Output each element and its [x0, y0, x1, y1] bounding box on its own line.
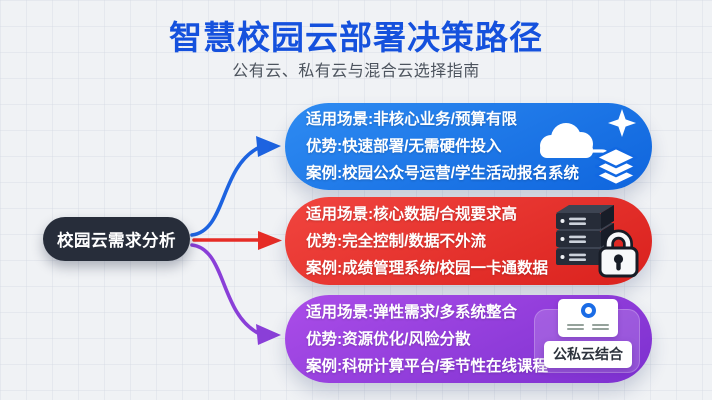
advantage-line: 优势:快速部署/无需硬件投入	[306, 138, 502, 155]
cloud-plus-stack-icon	[532, 107, 644, 187]
arrowhead-hybrid-cloud-icon	[256, 324, 281, 345]
root-node-label: 校园云需求分析	[57, 232, 176, 250]
page-title: 智慧校园云部署决策路径	[169, 19, 543, 56]
branch-card-hybrid-cloud: 适用场景:弹性需求/多系统整合 优势:资源优化/风险分散 案例:科研计算平台/季…	[285, 295, 652, 383]
donut-circle-icon	[580, 303, 596, 318]
scenario-line: 适用场景:核心数据/合规要求高	[306, 205, 517, 223]
case-line: 案例:科研计算平台/季节性在线课程	[306, 357, 548, 375]
text-lines-icon	[592, 322, 610, 332]
case-line: 案例:成绩管理系统/校园一卡通数据	[306, 259, 548, 277]
hybrid-cloud-card-icon: 公私云结合	[532, 297, 644, 377]
advantage-line: 优势:资源优化/风险分散	[306, 330, 471, 348]
stack-icon	[594, 146, 638, 187]
arrow-public-cloud	[190, 146, 260, 237]
server-lock-icon	[532, 199, 644, 279]
hybrid-badge: 公私云结合	[544, 341, 632, 368]
scenario-line: 适用场景:弹性需求/多系统整合	[306, 303, 517, 321]
branch-card-private-cloud: 适用场景:核心数据/合规要求高 优势:完全控制/数据不外流 案例:成绩管理系统/…	[285, 197, 652, 285]
scenario-line: 适用场景:非核心业务/预算有限	[306, 111, 517, 128]
root-node: 校园云需求分析	[43, 217, 190, 261]
text-lines-icon	[566, 322, 584, 332]
arrow-hybrid-cloud	[190, 243, 260, 335]
cloud-icon	[540, 123, 593, 158]
hybrid-document-icon	[558, 299, 618, 337]
case-line: 案例:校园公众号运营/学生活动报名系统	[306, 165, 579, 182]
sparkle-icon	[608, 109, 636, 137]
arrowhead-private-cloud-icon	[258, 231, 282, 250]
lock-icon	[598, 229, 639, 278]
branch-card-public-cloud: 适用场景:非核心业务/预算有限 优势:快速部署/无需硬件投入 案例:校园公众号运…	[285, 103, 652, 190]
arrowhead-public-cloud-icon	[256, 136, 281, 157]
advantage-line: 优势:完全控制/数据不外流	[306, 232, 486, 250]
page-subtitle: 公有云、私有云与混合云选择指南	[232, 63, 480, 80]
